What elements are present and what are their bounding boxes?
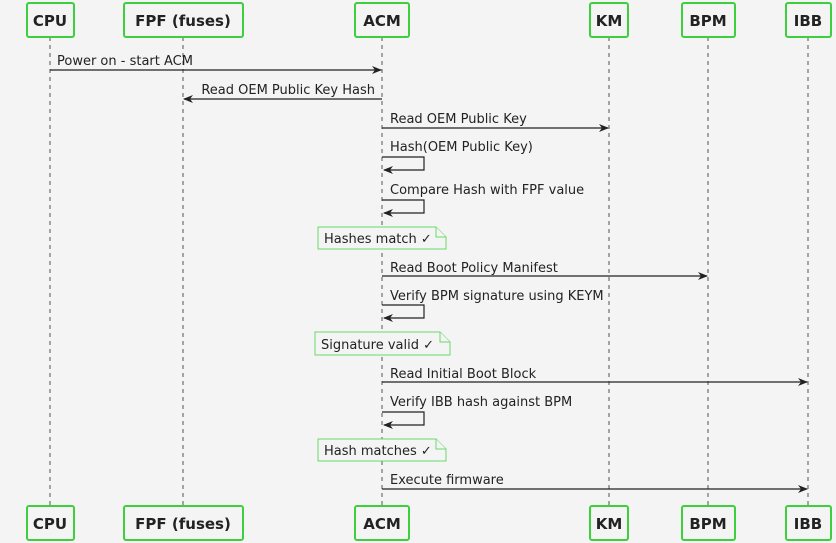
participant-km-bottom: KM xyxy=(589,505,629,541)
participant-label: FPF (fuses) xyxy=(135,12,231,30)
note-hash-matches: Hash matches ✓ xyxy=(317,438,447,462)
participant-cpu-bottom: CPU xyxy=(26,505,75,541)
note-hashes-match: Hashes match ✓ xyxy=(317,226,447,250)
message-verify-ibb: Verify IBB hash against BPM xyxy=(382,395,572,429)
participant-label: KM xyxy=(596,12,623,30)
participant-fpf-bottom: FPF (fuses) xyxy=(123,505,244,541)
note-label: Signature valid ✓ xyxy=(321,338,434,353)
participant-ibb-top: IBB xyxy=(785,2,832,38)
participant-label: ACM xyxy=(363,12,401,30)
note-label: Hash matches ✓ xyxy=(324,444,432,459)
message-read-key: Read OEM Public Key xyxy=(382,112,609,132)
note-signature-valid: Signature valid ✓ xyxy=(314,331,451,356)
message-label: Compare Hash with FPF value xyxy=(390,183,584,198)
message-compare-hash: Compare Hash with FPF value xyxy=(382,183,584,217)
message-read-hash: Read OEM Public Key Hash xyxy=(183,83,382,103)
message-read-ibb: Read Initial Boot Block xyxy=(382,367,808,386)
message-hash-key: Hash(OEM Public Key) xyxy=(382,140,533,174)
message-label: Read Initial Boot Block xyxy=(390,367,537,382)
participant-label: IBB xyxy=(794,515,822,533)
message-power-on: Power on - start ACM xyxy=(50,54,382,74)
message-label: Read OEM Public Key Hash xyxy=(201,83,375,98)
participant-label: CPU xyxy=(33,515,67,533)
participant-label: BPM xyxy=(689,515,726,533)
participant-acm-top: ACM xyxy=(354,2,410,38)
participant-label: FPF (fuses) xyxy=(135,515,231,533)
message-label: Hash(OEM Public Key) xyxy=(390,140,533,155)
message-arrow xyxy=(382,199,425,217)
message-label: Read Boot Policy Manifest xyxy=(390,261,558,276)
participant-cpu-top: CPU xyxy=(26,2,75,38)
participant-bpm-top: BPM xyxy=(681,2,736,38)
message-label: Read OEM Public Key xyxy=(390,112,527,127)
message-execute-firmware: Execute firmware xyxy=(382,473,808,493)
message-arrow xyxy=(382,304,425,322)
message-label: Verify BPM signature using KEYM xyxy=(390,289,604,304)
participant-label: CPU xyxy=(33,12,67,30)
participant-bpm-bottom: BPM xyxy=(681,505,736,541)
message-verify-bpm: Verify BPM signature using KEYM xyxy=(382,289,604,322)
message-arrow xyxy=(382,411,425,429)
participant-km-top: KM xyxy=(589,2,629,38)
message-label: Execute firmware xyxy=(390,473,504,488)
participant-acm-bottom: ACM xyxy=(354,505,410,541)
participant-label: ACM xyxy=(363,515,401,533)
participant-fpf-top: FPF (fuses) xyxy=(123,2,244,38)
message-arrow xyxy=(382,156,425,174)
message-read-bpm: Read Boot Policy Manifest xyxy=(382,261,708,280)
message-label: Verify IBB hash against BPM xyxy=(390,395,572,410)
message-label: Power on - start ACM xyxy=(57,54,193,69)
note-label: Hashes match ✓ xyxy=(324,232,432,247)
participant-ibb-bottom: IBB xyxy=(785,505,832,541)
participant-label: IBB xyxy=(794,12,822,30)
participant-label: BPM xyxy=(689,12,726,30)
participant-label: KM xyxy=(596,515,623,533)
